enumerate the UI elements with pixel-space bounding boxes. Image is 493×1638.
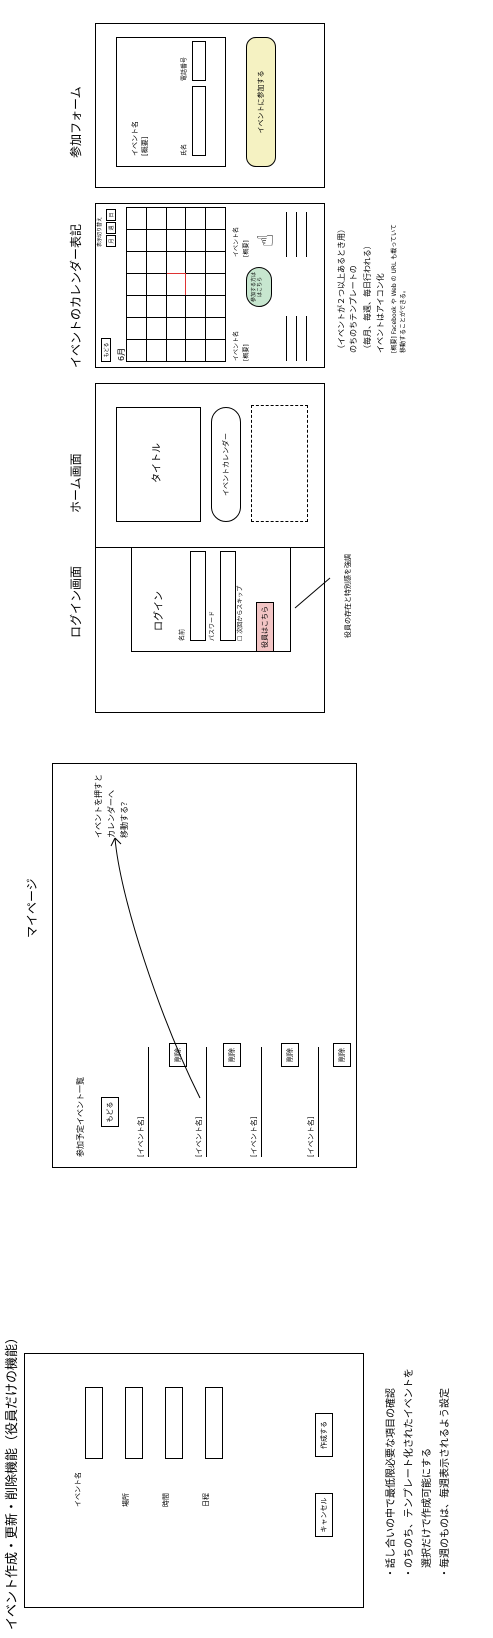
- event-form-panel: イベント名 場所 時間 日程 キャンセル 作成する: [24, 1353, 364, 1608]
- calendar-note-3: （毎月、毎週、毎日行われる）: [363, 241, 372, 353]
- login-arrow: [294, 577, 331, 609]
- login-heading: ログイン: [154, 591, 165, 631]
- field-label-event-name: イベント名: [74, 1472, 82, 1507]
- event-form-note-3: 選択だけで作成可能にする: [422, 1447, 433, 1578]
- join-form-title: 参加フォーム: [69, 86, 83, 158]
- mypage-row-3-name[interactable]: [イベント名]: [250, 1116, 258, 1157]
- join-form-phone-field[interactable]: [192, 41, 206, 81]
- event-form-heading: イベント作成・更新・削除機能（役員だけの機能）: [5, 1330, 20, 1630]
- mypage-annotation-1: イベントを押すと: [94, 774, 103, 838]
- home-title-box: タイトル: [116, 407, 201, 522]
- calendar-right-line-3: [306, 212, 307, 257]
- calendar-right-summary: [概要]: [243, 240, 250, 257]
- mypage-arrow: [110, 837, 201, 1099]
- calendar-note-6: 移動することができる。: [400, 287, 407, 353]
- join-form-inner: イベント名 [概要] 氏名 電話番号: [116, 37, 226, 167]
- login-password-field[interactable]: [220, 551, 236, 641]
- home-box-title: タイトル: [152, 443, 163, 483]
- mypage-row-4-name[interactable]: [イベント名]: [307, 1116, 315, 1157]
- field-label-time: 時間: [162, 1493, 170, 1507]
- time-field[interactable]: [165, 1387, 183, 1459]
- calendar-right-line-1: [286, 212, 287, 257]
- calendar-note-2: のちのちテンプレートの: [349, 265, 358, 353]
- join-form-summary: [概要]: [141, 136, 149, 156]
- join-form-name-label: 氏名: [181, 143, 188, 156]
- mypage-list-title: 参加予定イベント一覧: [76, 1077, 85, 1157]
- calendar-left-line-3: [306, 316, 307, 361]
- calendar-note-4: イベントはアイコン化: [376, 273, 385, 353]
- join-bubble[interactable]: 参加する方は はこちら: [246, 267, 272, 307]
- calendar-right-event-name: イベント名: [233, 226, 240, 257]
- home-title: ホーム画面: [69, 453, 83, 513]
- view-week-button[interactable]: 週: [106, 222, 116, 234]
- calendar-right-line-2: [296, 212, 297, 257]
- place-field[interactable]: [125, 1387, 143, 1459]
- date-field[interactable]: [205, 1387, 223, 1459]
- calendar-title: イベントのカレンダー表記: [69, 223, 83, 368]
- calendar-note-1: （イベントが２つ以上あるとき用）: [337, 225, 346, 353]
- login-skip-checkbox[interactable]: ☐ 次回からスキップ: [237, 585, 244, 641]
- pointer-hand-icon: ☝: [254, 233, 279, 247]
- mypage-annotation-2: カレンダーへ: [107, 790, 116, 838]
- calendar-left-line-1: [286, 316, 287, 361]
- login-title: ログイン画面: [69, 565, 83, 638]
- event-calendar-button[interactable]: イベントカレンダー: [211, 407, 241, 522]
- view-month-button[interactable]: 月: [106, 235, 116, 247]
- join-form-phone-label: 電話番号: [181, 56, 188, 81]
- join-form-event-name: イベント名: [131, 121, 139, 156]
- officer-button[interactable]: 役員はこちら: [256, 602, 274, 652]
- field-label-date: 日程: [202, 1493, 210, 1507]
- mypage-title: マイページ: [25, 878, 39, 938]
- view-day-button[interactable]: 日: [106, 209, 116, 221]
- join-form-name-field[interactable]: [192, 86, 206, 156]
- field-label-place: 場所: [122, 1493, 130, 1507]
- join-event-button[interactable]: イベントに参加する: [246, 37, 276, 167]
- login-annotation: 役員の存在と特別感を強調: [344, 554, 352, 638]
- calendar-left-line-2: [296, 316, 297, 361]
- event-form-note-2: ・のちのち、テンプレート化されたイベントを: [404, 1368, 415, 1578]
- home-placeholder-area: [251, 405, 308, 522]
- mypage-row-3-delete[interactable]: 削除: [281, 1043, 299, 1067]
- login-name-label: 名前: [179, 628, 186, 641]
- calendar-left-summary: [概要]: [243, 344, 250, 361]
- cancel-button[interactable]: キャンセル: [315, 1493, 333, 1537]
- mypage-row-2-name[interactable]: [イベント名]: [195, 1116, 203, 1157]
- login-name-field[interactable]: [190, 551, 206, 641]
- mypage-annotation-3: 移動する？: [120, 798, 129, 838]
- home-panel: タイトル イベントカレンダー: [95, 383, 325, 548]
- create-button[interactable]: 作成する: [315, 1413, 333, 1457]
- calendar-left-event-name: イベント名: [233, 330, 240, 361]
- login-password-label: パスワード: [209, 610, 216, 641]
- calendar-switch-note: 表示切り替え: [97, 216, 103, 247]
- mypage-row-4-line: [318, 1047, 319, 1157]
- calendar-grid[interactable]: [126, 207, 226, 362]
- calendar-back-button[interactable]: もどる: [101, 338, 111, 362]
- mypage-row-2-delete[interactable]: 削除: [223, 1043, 241, 1067]
- mypage-row-1-name[interactable]: [イベント名]: [137, 1116, 145, 1157]
- calendar-panel: もどる 6月 表示切り替え 月 週 日 イベント名 [概要] 参加する方は はこ…: [95, 203, 325, 368]
- event-form-note-4: ・毎週のものは、毎週表示されるよう設定: [440, 1388, 451, 1578]
- mypage-row-4-delete[interactable]: 削除: [333, 1043, 351, 1067]
- event-name-field[interactable]: [85, 1387, 103, 1459]
- calendar-note-5: [概要] Facebook や Web の URL も載っていて: [391, 224, 398, 353]
- mypage-row-3-line: [261, 1047, 262, 1157]
- event-form-note-1: ・話し合いの中で最低限必要な項目の確認: [386, 1388, 397, 1578]
- join-form-panel: イベント名 [概要] 氏名 電話番号 イベントに参加する: [95, 23, 325, 188]
